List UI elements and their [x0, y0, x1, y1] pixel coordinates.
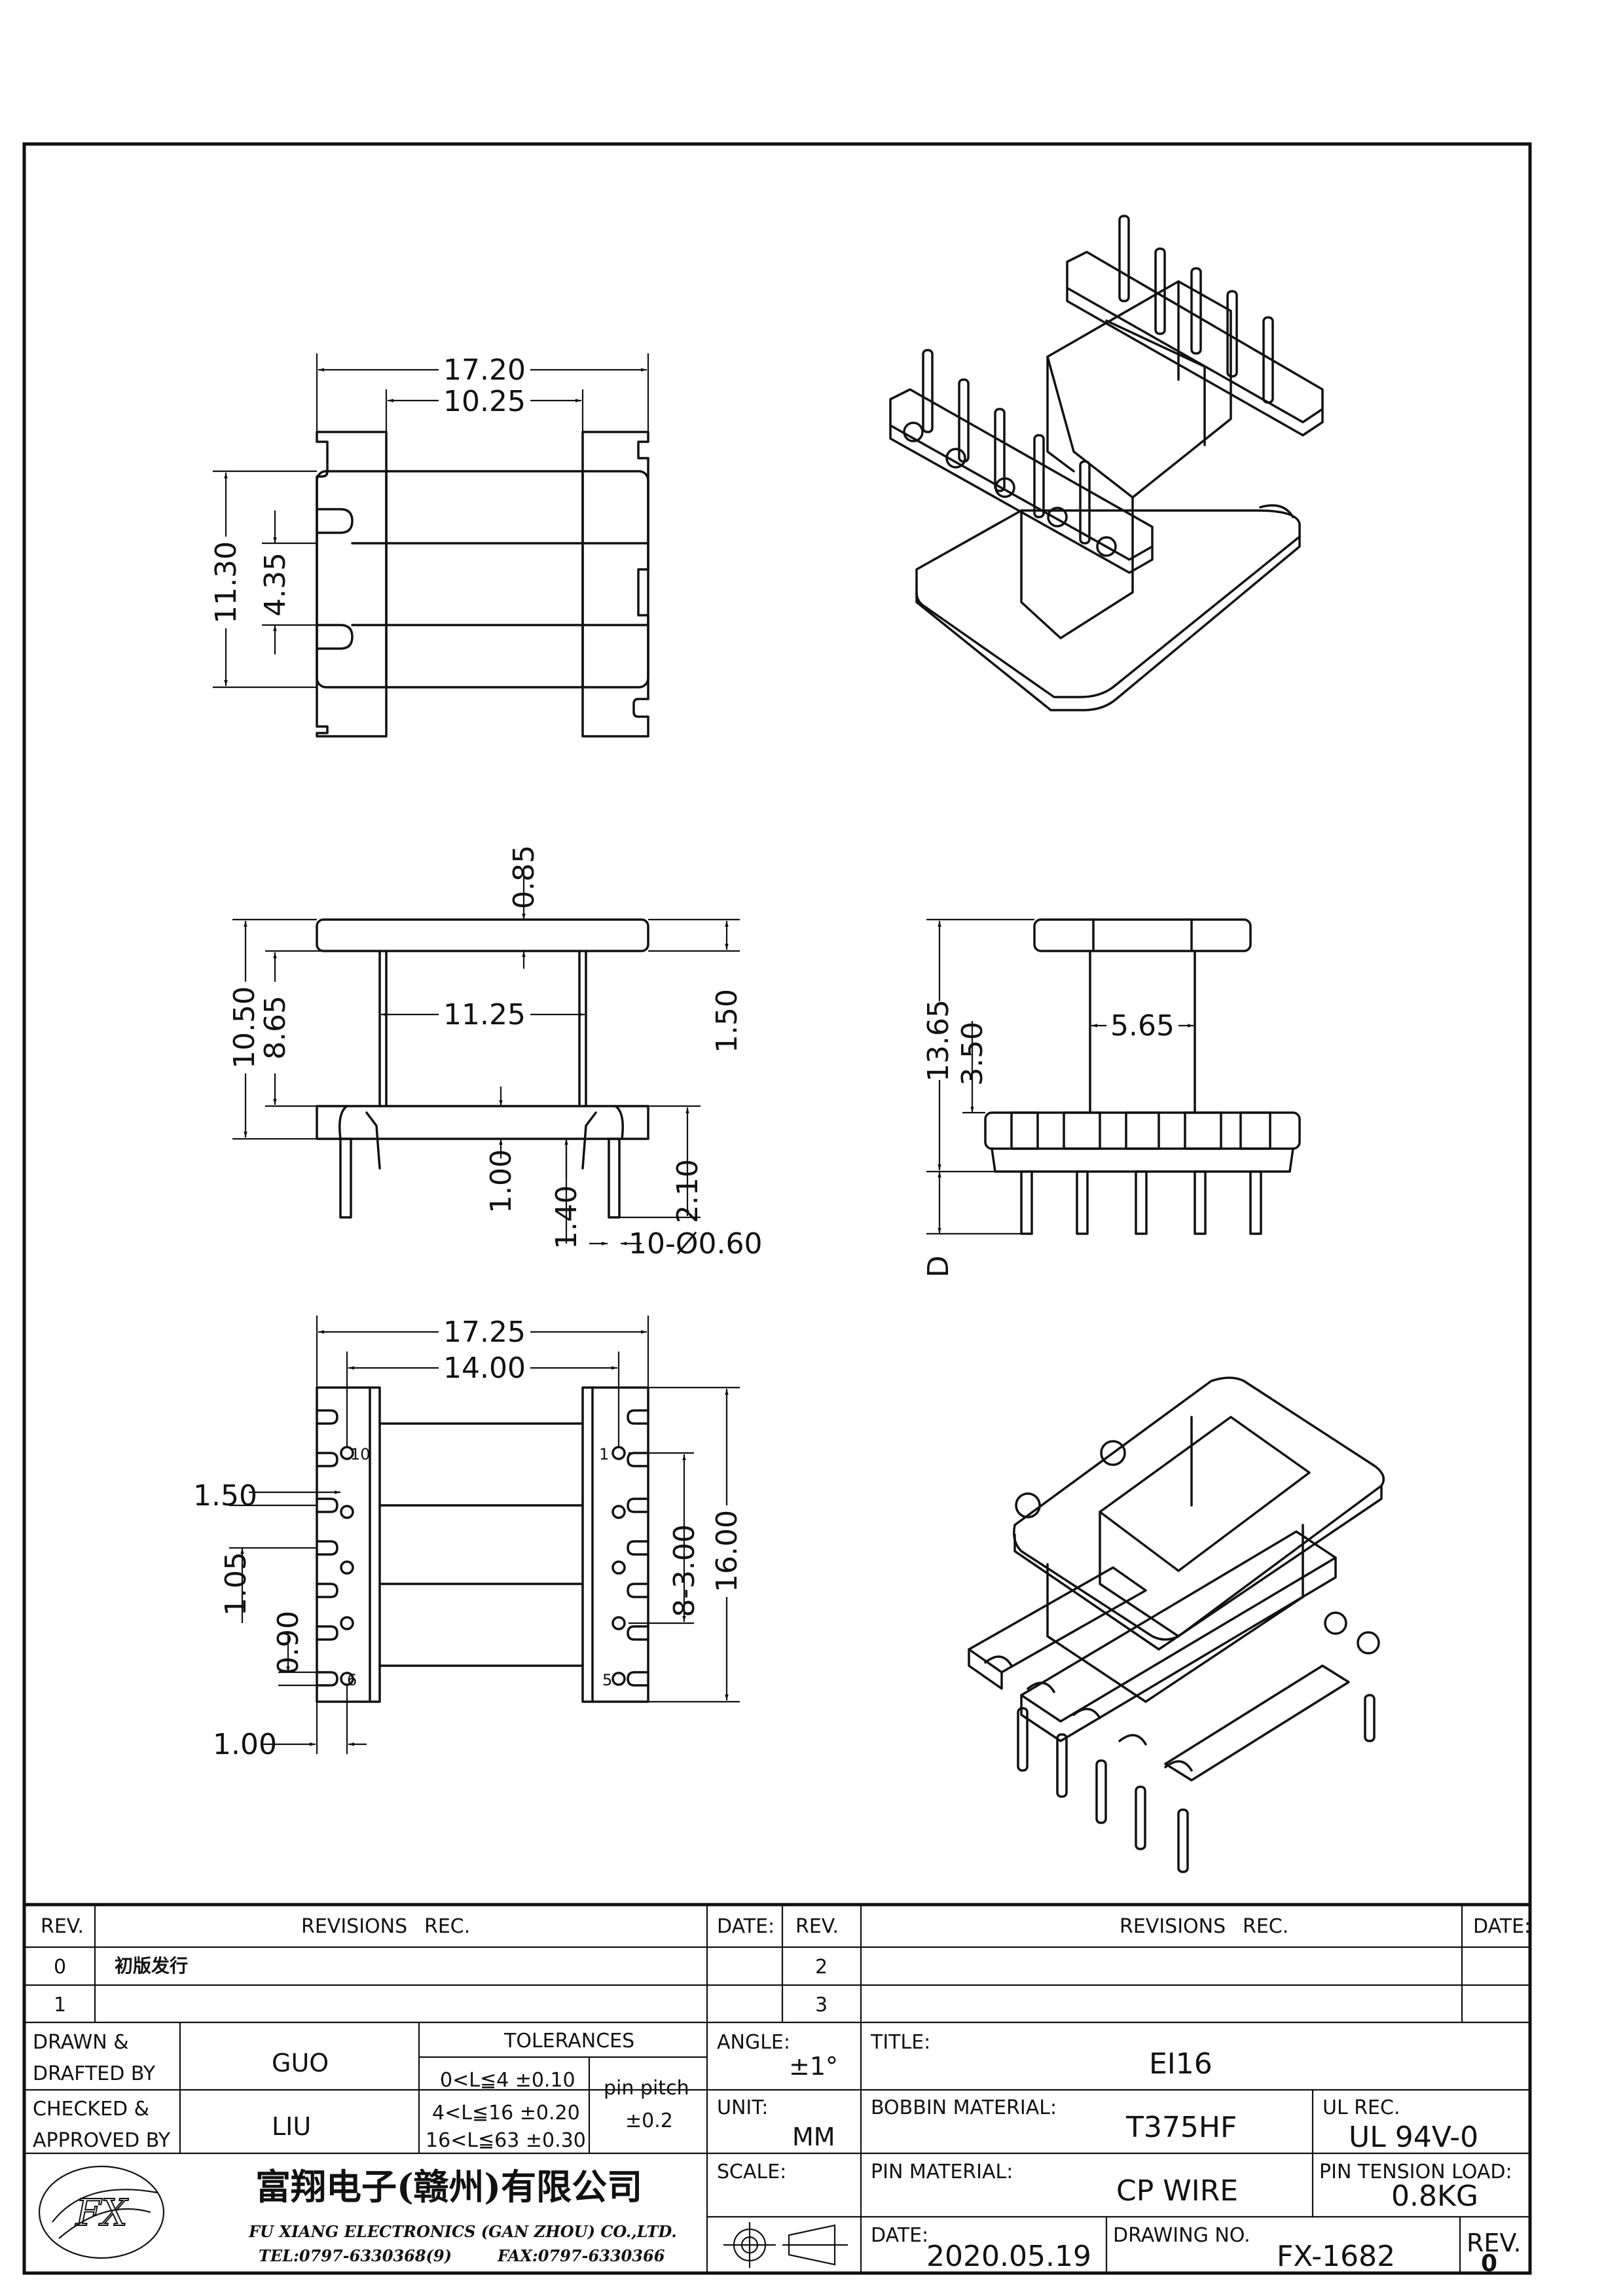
rev-row-0-desc: 初版发行 [115, 1955, 188, 1977]
svg-text:FX: FX [75, 2192, 129, 2234]
revisions-header-right: REVISIONS [1120, 1915, 1226, 1938]
projection-symbol [723, 2222, 848, 2268]
dim-side-total-height: 13.65 [922, 999, 955, 1082]
company-name-cn: 富翔电子(赣州)有限公司 [255, 2166, 642, 2208]
company-name-en: FU XIANG ELECTRONICS (GAN ZHOU) CO.,LTD. [248, 2222, 677, 2241]
dim-pin-slot: 1.05 [219, 1552, 253, 1616]
pin-pitch-value: ±0.2 [625, 2109, 673, 2132]
dim-front-pin-spec: 10-Ø0.60 [629, 1227, 762, 1261]
dim-side-base-height: 3.50 [956, 1022, 989, 1086]
pin-label-10-left: 10 [350, 1445, 371, 1463]
dim-front-pin-offset: 1.40 [550, 1185, 583, 1249]
drawn-label-2: DRAFTED BY [33, 2062, 156, 2085]
rev-row-2: 2 [815, 1956, 828, 1979]
angle-value: ±1° [789, 2052, 838, 2081]
date-label: DATE: [871, 2224, 928, 2247]
pin-label-5: 5 [602, 1671, 612, 1689]
dim-pin-edge: 1.00 [213, 1728, 277, 1761]
rec-header-left: REC. [424, 1915, 470, 1938]
rev-label: REV. [1467, 2229, 1522, 2257]
dim-side-core-depth: 5.65 [1110, 1009, 1175, 1043]
side-view: 13.65 3.50 D 5.65 [922, 918, 1301, 1278]
rec-header-right: REC. [1243, 1915, 1288, 1938]
front-view: 10.50 8.65 11.25 0.85 1.50 1.00 2.10 1.4… [228, 845, 762, 1261]
ul-rec-label: UL REC. [1322, 2096, 1400, 2119]
company-fax: FAX:0797-6330366 [497, 2246, 665, 2265]
title-label: TITLE: [870, 2031, 930, 2054]
tol-row-1: 4<L≦16 ±0.20 [432, 2102, 580, 2125]
dim-pin-row-span: 14.00 [443, 1352, 526, 1385]
title-block: REV. REVISIONS REC. DATE: REV. REVISIONS… [24, 1903, 1531, 2277]
drawn-label-1: DRAWN & [33, 2031, 129, 2054]
sheet-frame [22, 142, 1532, 2275]
rev-header-right: REV. [795, 1915, 839, 1938]
drawing-no-label: DRAWING NO. [1113, 2224, 1250, 2247]
dim-pin-pitch-total: 8-3.00 [668, 1524, 701, 1617]
top-view: 17.20 10.25 11.30 4.35 [210, 352, 649, 738]
dim-pin-overall-width: 17.25 [443, 1316, 526, 1349]
pin-label-6: 6 [347, 1671, 357, 1689]
dim-front-core-width: 11.25 [443, 998, 526, 1031]
dim-front-flange-gap: 0.85 [507, 845, 541, 909]
dim-front-flange-thk: 1.50 [710, 989, 744, 1053]
bobbin-material-value: T375HF [1125, 2111, 1237, 2144]
pin-pitch-label: pin pitch [604, 2077, 689, 2100]
bobbin-material-label: BOBBIN MATERIAL: [871, 2096, 1057, 2119]
pin-tension-label: PIN TENSION LOAD: [1319, 2161, 1512, 2183]
company-tel: TEL:0797-6330368(9) [259, 2246, 452, 2265]
pin-tension-value: 0.8KG [1391, 2179, 1478, 2213]
dim-pin-slot-w: 0.90 [272, 1611, 305, 1675]
date-header-left: DATE: [717, 1915, 775, 1938]
tolerances-header: TOLERANCES [503, 2030, 634, 2053]
dim-side-pin-length: D [922, 1255, 955, 1278]
unit-label: UNIT: [717, 2096, 768, 2119]
pin-material-value: CP WIRE [1116, 2174, 1238, 2208]
iso-view-top [889, 215, 1324, 711]
revisions-header-left: REVISIONS [301, 1915, 407, 1938]
pin-material-label: PIN MATERIAL: [871, 2161, 1013, 2183]
rev-row-0: 0 [54, 1956, 66, 1979]
drawing-no-value: FX-1682 [1277, 2240, 1395, 2273]
date-value: 2020.05.19 [926, 2240, 1091, 2273]
scale-label: SCALE: [717, 2161, 786, 2183]
dim-top-inner-width: 10.25 [443, 385, 526, 418]
unit-value: MM [792, 2123, 835, 2151]
company-logo: FX [38, 2165, 165, 2259]
dim-pin-pitch: 1.50 [193, 1479, 257, 1513]
dim-top-overall-width: 17.20 [443, 353, 526, 387]
dim-front-pin-len: 2.10 [671, 1159, 704, 1223]
title-value: EI16 [1149, 2047, 1213, 2081]
ul-rec-value: UL 94V-0 [1349, 2121, 1478, 2154]
iso-view-bottom [968, 1376, 1385, 1873]
tol-row-2: 16<L≦63 ±0.30 [426, 2129, 586, 2152]
checked-label-1: CHECKED & [33, 2098, 149, 2121]
rev-row-3: 3 [815, 1994, 828, 2017]
date-header-right: DATE: [1473, 1915, 1531, 1938]
rev-row-1: 1 [54, 1994, 66, 2017]
drawn-value: GUO [272, 2049, 329, 2077]
dim-pin-length: 16.00 [710, 1510, 744, 1592]
tol-row-0: 0<L≦4 ±0.10 [440, 2069, 575, 2092]
checked-value: LIU [272, 2112, 311, 2141]
checked-label-2: APPROVED BY [33, 2129, 171, 2152]
rev-value: 0 [1481, 2250, 1497, 2277]
rev-header-left: REV. [41, 1915, 84, 1938]
angle-label: ANGLE: [717, 2031, 790, 2054]
pin-label-1: 1 [599, 1445, 609, 1463]
pin-view: 10 6 1 5 17.25 14.00 1.50 1.05 0.90 1.00… [193, 1314, 744, 1761]
dim-front-overall-height: 10.50 [228, 986, 261, 1069]
dim-front-inner-height: 8.65 [259, 996, 292, 1060]
dim-top-slot: 4.35 [259, 552, 292, 617]
dim-top-height: 11.30 [210, 541, 243, 624]
dim-front-base-thk: 1.00 [484, 1149, 518, 1213]
